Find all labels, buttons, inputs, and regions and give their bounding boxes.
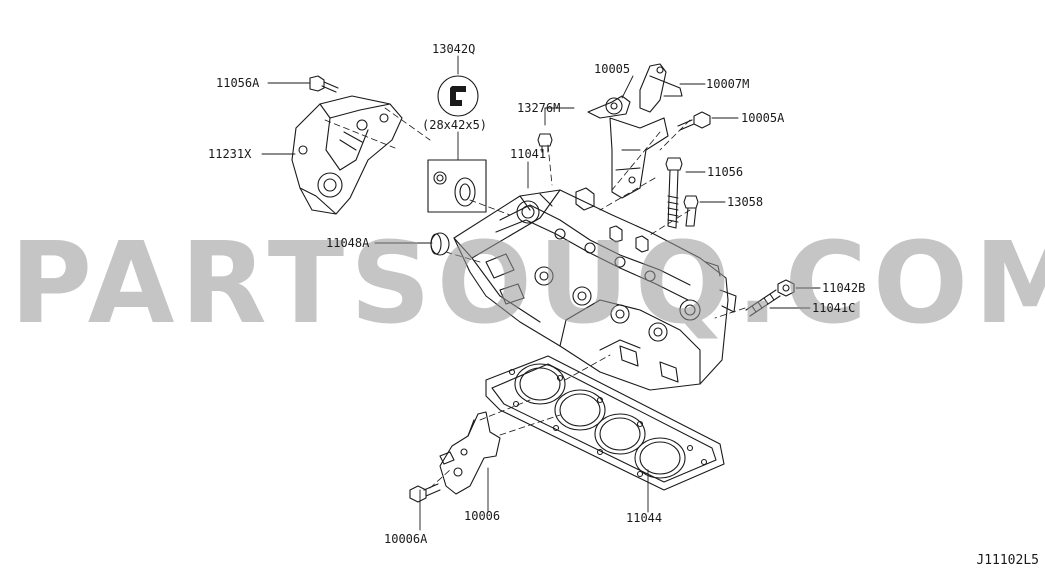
label-13058[interactable]: 13058: [727, 195, 764, 209]
label-11056a[interactable]: 11056A: [216, 76, 260, 90]
label-11044[interactable]: 11044: [626, 511, 663, 525]
bolt-13058: [683, 195, 699, 227]
label-10006[interactable]: 10006: [464, 509, 501, 523]
bolt-11056a: [309, 75, 339, 93]
label-10006a[interactable]: 10006A: [384, 532, 428, 546]
label-11042b[interactable]: 11042B: [822, 281, 866, 295]
bracket-11231x: [291, 95, 403, 215]
bracket-10006: [439, 411, 501, 495]
leader-lines: [261, 55, 821, 531]
label-11048a[interactable]: 11048A: [326, 236, 370, 250]
stud-13276m: [537, 133, 553, 153]
bracket-10005: [587, 63, 683, 199]
watermark: PARTSOUQ.COM: [10, 219, 1045, 349]
label-13276m[interactable]: 13276M: [517, 101, 561, 115]
diagram-id: J11102L5: [976, 553, 1039, 568]
label-11041c[interactable]: 11041C: [812, 301, 856, 315]
label-11056[interactable]: 11056: [707, 165, 744, 179]
label-13042q[interactable]: 13042Q: [432, 42, 476, 56]
label-10007m[interactable]: 10007M: [706, 77, 750, 91]
label-11231x[interactable]: 11231X: [208, 147, 252, 161]
label-10005a[interactable]: 10005A: [741, 111, 785, 125]
seal-13042q: [427, 75, 487, 213]
stud-11041c: [745, 289, 781, 317]
cylinder-head-11041: [453, 187, 737, 391]
plug-11048a: [430, 232, 450, 256]
bolt-10005a: [677, 111, 711, 131]
size-note: (28x42x5): [422, 118, 488, 132]
head-gasket-11044: [485, 355, 725, 491]
bolt-11056: [665, 157, 683, 229]
label-11041[interactable]: 11041: [510, 147, 547, 161]
stud-11042b: [777, 279, 795, 297]
bolt-10006a: [409, 483, 441, 503]
label-10005[interactable]: 10005: [594, 62, 631, 76]
